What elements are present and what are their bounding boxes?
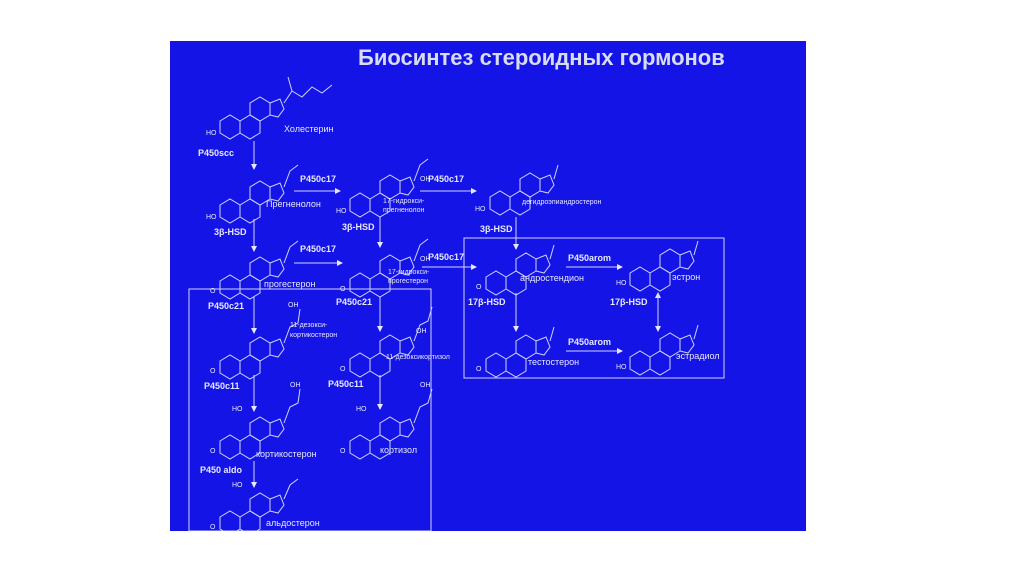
hydroxyprogesterone-structure: OH O bbox=[340, 238, 431, 298]
enzyme-p450arom-b: P450arom bbox=[568, 337, 611, 347]
steroid-pathway-diagram: HO Холестерин P450scc HO Прегненолон P45… bbox=[188, 76, 725, 531]
dhea-label: дегидроэпиандростерон bbox=[522, 199, 602, 206]
testosterone-structure: O bbox=[476, 326, 555, 378]
slide-title: Биосинтез стероидных гормонов bbox=[358, 45, 725, 70]
svg-text:HO: HO bbox=[475, 206, 486, 213]
svg-text:HO: HO bbox=[616, 280, 627, 287]
enzyme-p450c21-b: P450c21 bbox=[336, 297, 372, 307]
progesterone-structure: O bbox=[210, 240, 299, 300]
enzyme-17bhsd-a: 17β-HSD bbox=[468, 297, 506, 307]
hydroxyprogesterone-label-2: прогестерон bbox=[388, 278, 428, 285]
svg-text:O: O bbox=[210, 524, 216, 531]
estrone-label: эстрон bbox=[672, 272, 700, 282]
svg-text:OH: OH bbox=[288, 302, 299, 309]
hydroxypregnenolone-structure: OH HO bbox=[336, 158, 431, 218]
androstenedione-label: андростендион bbox=[520, 273, 584, 283]
enzyme-p450c11-a: P450c11 bbox=[204, 381, 240, 391]
svg-text:O: O bbox=[210, 288, 216, 295]
estradiol-structure: HO bbox=[616, 324, 699, 376]
cholesterol-label: Холестерин bbox=[284, 124, 334, 134]
hydroxyprogesterone-label-1: 17-гидрокси- bbox=[388, 269, 430, 276]
cortisol-label: кортизол bbox=[380, 445, 417, 455]
svg-text:O: O bbox=[476, 366, 482, 373]
estrone-structure: HO bbox=[616, 240, 699, 292]
enzyme-p450c11-b: P450c11 bbox=[328, 379, 364, 389]
pregnenolone-label: Прегненолон bbox=[266, 199, 321, 209]
enzyme-3bhsd-c: 3β-HSD bbox=[480, 224, 513, 234]
enzyme-p450c21-a: P450c21 bbox=[208, 301, 244, 311]
svg-text:O: O bbox=[340, 366, 346, 373]
deoxycortisol-label: 11-дезоксикортизол bbox=[386, 354, 450, 361]
enzyme-p450scc: P450scc bbox=[198, 148, 234, 158]
svg-text:O: O bbox=[210, 368, 216, 375]
svg-text:O: O bbox=[476, 284, 482, 291]
svg-text:OH: OH bbox=[420, 256, 431, 263]
svg-text:HO: HO bbox=[206, 214, 217, 221]
cortisol-structure: OH HO O bbox=[340, 382, 433, 460]
enzyme-p450aldo: P450 aldo bbox=[200, 465, 243, 475]
svg-text:OH: OH bbox=[290, 382, 301, 389]
deoxycortisol-structure: OH O bbox=[340, 306, 433, 378]
enzyme-p450arom-a: P450arom bbox=[568, 253, 611, 263]
enzyme-p450c17-a: P450c17 bbox=[300, 174, 336, 184]
svg-text:OH: OH bbox=[420, 176, 431, 183]
svg-text:O: O bbox=[340, 448, 346, 455]
enzyme-3bhsd-a: 3β-HSD bbox=[214, 227, 247, 237]
enzyme-3bhsd-b: 3β-HSD bbox=[342, 222, 375, 232]
hydroxypregnenolone-label-2: прегненолон bbox=[383, 207, 425, 214]
sex-hormone-box bbox=[463, 237, 725, 379]
svg-text:HO: HO bbox=[616, 364, 627, 371]
deoxycorticosterone-label-1: 11-дезокси- bbox=[290, 322, 328, 329]
enzyme-p450c17-c: P450c17 bbox=[300, 244, 336, 254]
svg-text:O: O bbox=[340, 286, 346, 293]
svg-text:O: O bbox=[210, 448, 216, 455]
androstenedione-structure: O bbox=[476, 244, 555, 296]
progesterone-label: прогестерон bbox=[264, 279, 316, 289]
enzyme-p450c17-b: P450c17 bbox=[428, 174, 464, 184]
deoxycorticosterone-structure: OH O bbox=[210, 302, 301, 380]
hydroxypregnenolone-label-1: 17-гидрокси- bbox=[383, 198, 425, 205]
svg-text:HO: HO bbox=[356, 406, 367, 413]
testosterone-label: тестостерон bbox=[528, 357, 579, 367]
aldosterone-structure: HO O bbox=[210, 478, 299, 531]
corticosterone-structure: OH HO O bbox=[210, 382, 301, 460]
svg-text:HO: HO bbox=[336, 208, 347, 215]
corticoid-box bbox=[188, 288, 432, 531]
aldosterone-label: альдостерон bbox=[266, 518, 320, 528]
estradiol-label: эстрадиол bbox=[676, 351, 720, 361]
cholesterol-structure: HO bbox=[206, 76, 333, 140]
slide: Биосинтез стероидных гормонов HO Холесте… bbox=[170, 41, 806, 531]
svg-text:HO: HO bbox=[232, 482, 243, 489]
svg-text:OH: OH bbox=[416, 328, 427, 335]
svg-text:OH: OH bbox=[420, 382, 431, 389]
svg-text:HO: HO bbox=[232, 406, 243, 413]
deoxycorticosterone-label-2: кортикостерон bbox=[290, 332, 337, 339]
dhea-structure: HO bbox=[475, 164, 559, 216]
enzyme-17bhsd-b: 17β-HSD bbox=[610, 297, 648, 307]
pregnenolone-structure: HO bbox=[206, 164, 299, 224]
corticosterone-label: кортикостерон bbox=[256, 449, 317, 459]
svg-text:HO: HO bbox=[206, 130, 217, 137]
enzyme-p450c17-d: P450c17 bbox=[428, 252, 464, 262]
